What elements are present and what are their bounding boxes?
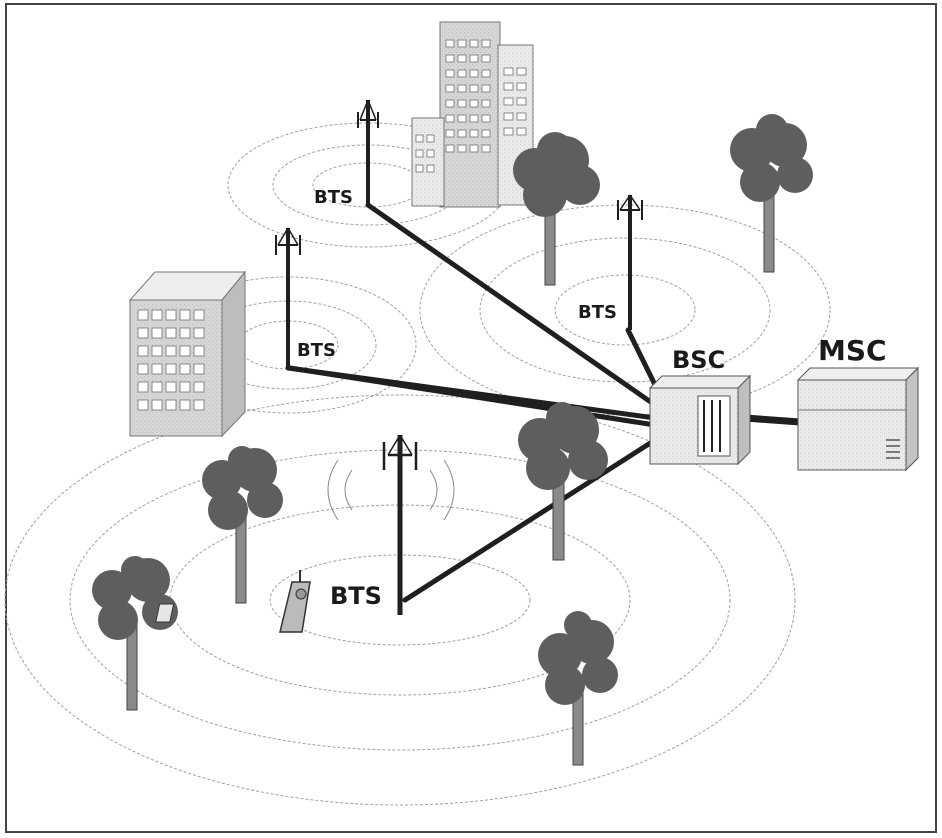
tree-left [202,446,283,604]
link-bsc-msc [744,414,801,426]
tree-top-right [730,114,813,273]
link-bottom-bts [402,437,658,603]
tree-top-center [513,132,600,286]
tree-bottom-right [538,611,618,766]
link-left-bts-2 [287,365,658,428]
label-bts-right: BTS [578,302,617,323]
label-bts-left: BTS [297,340,336,361]
bts-tower-top [357,99,379,205]
msc-server [796,366,920,472]
bts-tower-left [275,227,301,368]
tree-center [518,402,608,561]
bts-tower-right [617,194,643,330]
label-bts-bottom: BTS [330,582,382,610]
label-msc: MSC [818,334,887,367]
signal-arcs-bottom [327,459,455,521]
bsc-cabinet [648,374,752,466]
label-bsc: BSC [672,346,725,374]
label-bts-top: BTS [314,187,353,208]
apartment-building [128,270,247,438]
mobile-phone-icon [155,570,311,633]
office-tower-building [411,21,534,208]
link-top-bts [365,202,658,408]
tree-far-left [92,556,178,711]
bts-tower-bottom [382,434,418,615]
